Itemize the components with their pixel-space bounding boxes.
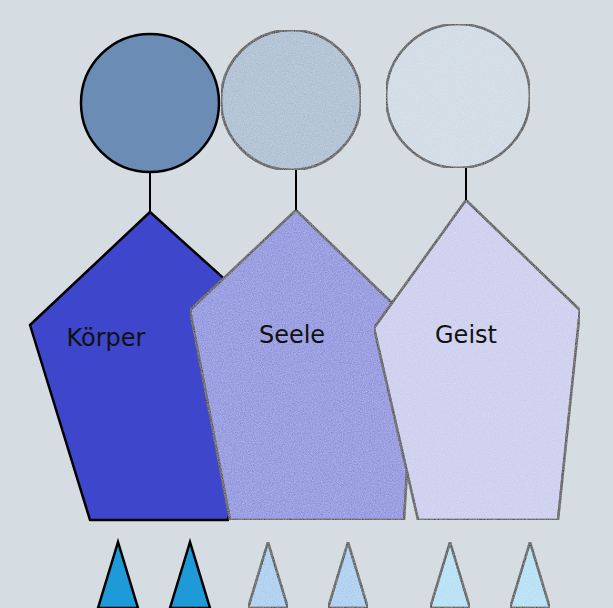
foot-triangle <box>328 542 368 608</box>
foot-triangle <box>248 542 288 608</box>
pentagon-outline <box>372 198 584 522</box>
head-circle <box>386 24 530 168</box>
neck-line <box>295 170 297 210</box>
body-pentagon: Geist <box>372 198 584 522</box>
foot-triangle <box>170 542 210 608</box>
head-circle <box>221 30 361 170</box>
neck-line <box>465 168 467 200</box>
foot-triangle <box>510 542 550 608</box>
body-label: Seele <box>259 321 325 350</box>
head-circle <box>81 34 219 172</box>
body-label: Körper <box>67 324 146 353</box>
body-label: Geist <box>435 321 497 350</box>
foot-triangle <box>430 542 470 608</box>
neck-line <box>149 172 151 212</box>
pentagon-shape <box>374 200 580 520</box>
foot-triangle <box>98 542 138 608</box>
